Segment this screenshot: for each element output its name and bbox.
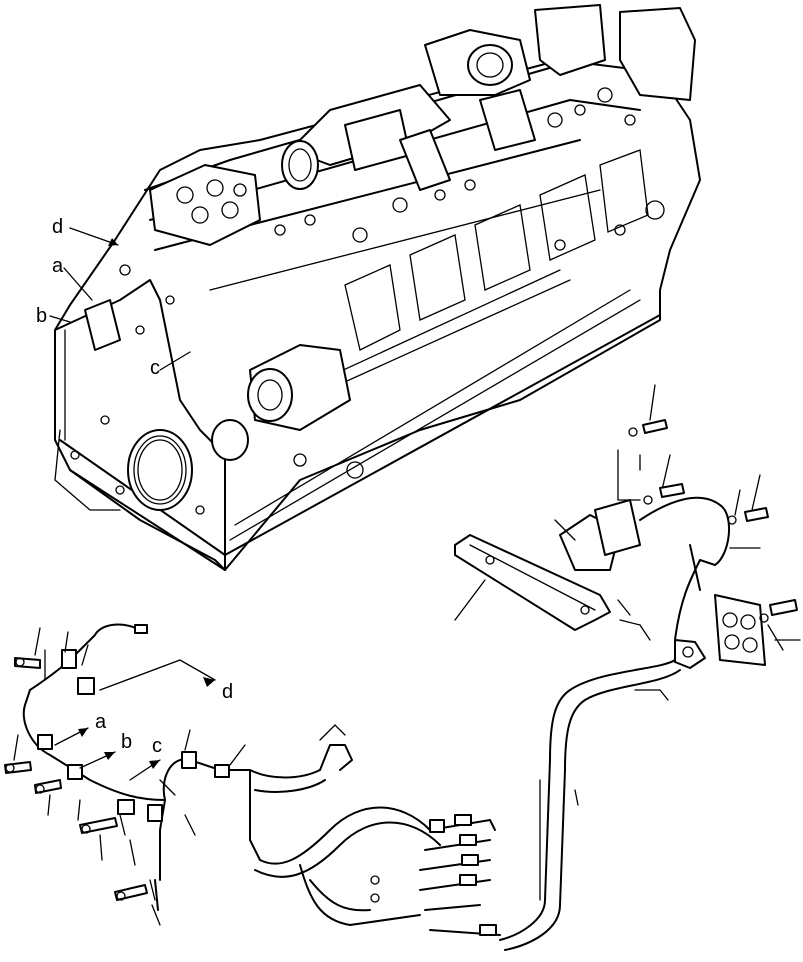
- engine-block: [49, 4, 701, 571]
- callout-c: c: [150, 357, 160, 379]
- bolts-right: [617, 384, 769, 525]
- right-sensor: [619, 619, 706, 701]
- callout-a: a: [52, 255, 64, 277]
- ref-arrow-c: [129, 759, 161, 781]
- harness-right-loop: [639, 496, 731, 641]
- callout-b: b: [36, 305, 47, 327]
- harness-ref-c: c: [152, 735, 162, 757]
- harness-ref-a: a: [95, 711, 107, 733]
- ref-arrow-b: [79, 751, 116, 769]
- bolts-left: [4, 627, 196, 926]
- mounting-bracket: [454, 499, 641, 631]
- front-cover-bolts: [70, 264, 205, 515]
- head-studs: [274, 87, 665, 251]
- harness-ref-b: b: [121, 731, 132, 753]
- harness-ref-d: d: [222, 681, 233, 703]
- ref-arrow-d: [99, 659, 216, 691]
- intake-manifold: [281, 4, 696, 191]
- relay-plate: [714, 594, 801, 666]
- starter-motor: [247, 344, 351, 431]
- callout-d: d: [52, 216, 63, 238]
- ref-arrow-a: [54, 727, 89, 746]
- main-harness: [22, 623, 681, 951]
- connector-bundle: [429, 814, 497, 936]
